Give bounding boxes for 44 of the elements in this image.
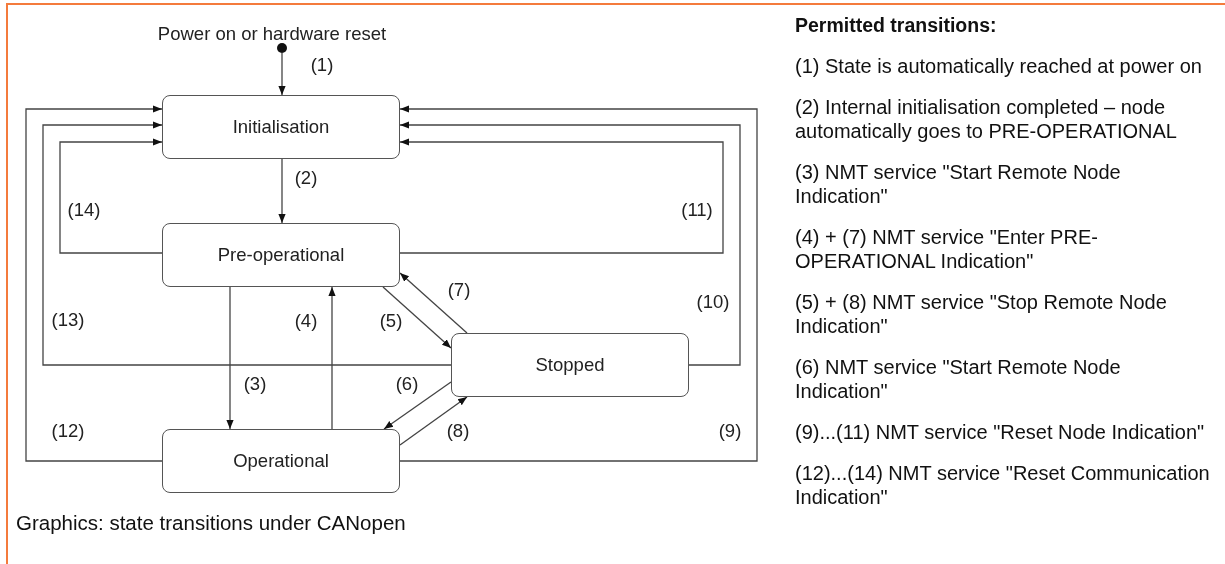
edge-label: (10) xyxy=(695,292,731,312)
edge-label: (2) xyxy=(293,168,319,188)
note-text: (2) Internal initialisation completed – node automatically goes to PRE-OPERATIONAL xyxy=(795,95,1178,143)
arrow xyxy=(42,121,452,366)
note-text: (1) State is automatically reached at power on xyxy=(795,54,1203,78)
figure-caption: Graphics: state transitions under CANopen xyxy=(16,510,406,536)
start-dot xyxy=(277,43,287,53)
state-box: Operational xyxy=(162,429,400,493)
edge-label: (7) xyxy=(446,280,472,300)
edge-label: (3) xyxy=(242,374,268,394)
arrow xyxy=(278,158,286,224)
edge-label: (1) xyxy=(309,55,335,75)
edge-label: (13) xyxy=(50,310,86,330)
start-label: Power on or hardware reset xyxy=(157,23,387,45)
arrow xyxy=(399,105,758,462)
edge-label: (9) xyxy=(717,421,743,441)
edge-label: (11) xyxy=(680,200,714,220)
state-box: Pre-operational xyxy=(162,223,400,287)
arrow xyxy=(399,121,741,366)
note-text: (6) NMT service "Start Remote Node Indication" xyxy=(795,355,1122,403)
arrow xyxy=(328,286,336,430)
arrow xyxy=(399,272,468,334)
arrow xyxy=(382,286,452,349)
edge-label: (12) xyxy=(50,421,86,441)
arrow xyxy=(383,381,452,430)
notes-heading: Permitted transitions: xyxy=(795,13,998,37)
arrow xyxy=(278,52,286,96)
note-text: (3) NMT service "Start Remote Node Indication" xyxy=(795,160,1122,208)
state-box: Initialisation xyxy=(162,95,400,159)
note-text: (4) + (7) NMT service "Enter PRE-OPERATIONAL Indication" xyxy=(795,225,1099,273)
note-text: (12)...(14) NMT service "Reset Communication Indication" xyxy=(795,461,1211,509)
state-box: Stopped xyxy=(451,333,689,397)
note-text: (5) + (8) NMT service "Stop Remote Node Indication" xyxy=(795,290,1168,338)
edge-label: (4) xyxy=(293,311,319,331)
edge-label: (8) xyxy=(445,421,471,441)
edge-label: (5) xyxy=(378,311,404,331)
edge-label: (6) xyxy=(394,374,420,394)
arrow xyxy=(25,105,163,462)
edge-label: (14) xyxy=(66,200,102,220)
arrow xyxy=(399,138,724,254)
note-text: (9)...(11) NMT service "Reset Node Indication" xyxy=(795,420,1206,444)
arrow xyxy=(399,396,468,446)
arrow xyxy=(226,286,234,430)
arrow xyxy=(59,138,163,254)
